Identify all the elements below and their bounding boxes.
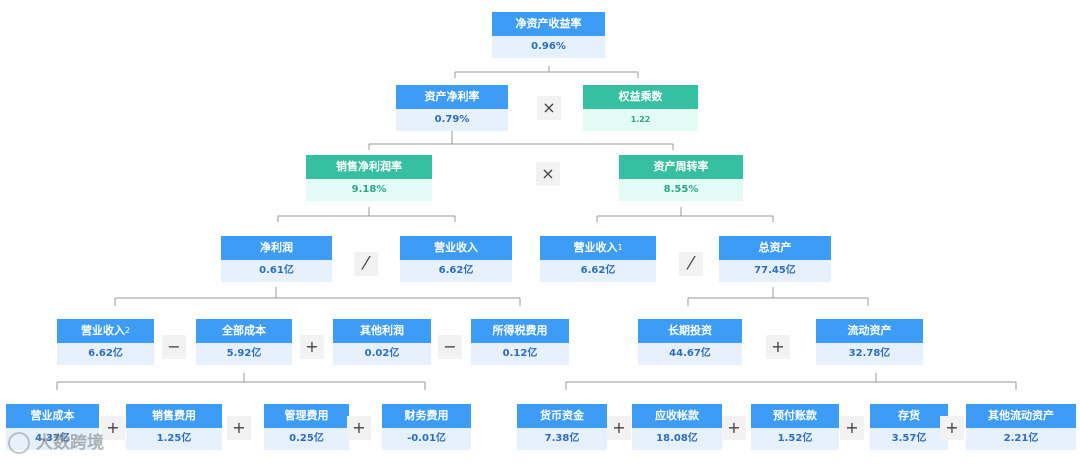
node-value: 9.18% — [306, 179, 432, 201]
plus-operator: + — [300, 335, 324, 359]
node-value: 1.22 — [583, 109, 698, 131]
plus-operator: + — [840, 416, 864, 440]
node-admin-expense: 管理费用 0.25亿 — [264, 404, 349, 450]
node-title: 销售费用 — [126, 404, 222, 428]
plus-operator: + — [227, 416, 251, 440]
node-title: 营业收入 — [400, 236, 512, 260]
node-total-assets: 总资产 77.45亿 — [719, 236, 831, 282]
times-operator: × — [537, 96, 561, 120]
node-asset-turnover: 资产周转率 8.55% — [619, 155, 743, 201]
node-value: 0.02亿 — [333, 343, 431, 365]
node-value: 0.96% — [492, 36, 605, 58]
node-value: 18.08亿 — [632, 428, 722, 450]
plus-operator: + — [347, 416, 371, 440]
node-net-profit: 净利润 0.61亿 — [221, 236, 332, 282]
node-title-text: 营业收入 — [573, 241, 618, 254]
node-title: 管理费用 — [264, 404, 349, 428]
node-title: 资产净利率 — [396, 85, 508, 109]
node-equity-multiplier: 权益乘数 1.22 — [583, 85, 698, 131]
node-other-current-assets: 其他流动资产 2.21亿 — [966, 404, 1076, 450]
node-long-term-invest: 长期投资 44.67亿 — [638, 319, 742, 365]
node-value: 0.25亿 — [264, 428, 349, 450]
node-value: 0.61亿 — [221, 260, 332, 282]
plus-operator: + — [940, 416, 964, 440]
node-title: 应收帐款 — [632, 404, 722, 428]
node-title: 净资产收益率 — [492, 12, 605, 36]
node-title: 全部成本 — [196, 319, 292, 343]
node-prepayments: 预付账款 1.52亿 — [751, 404, 839, 450]
plus-operator: + — [101, 416, 125, 440]
node-inventory: 存货 3.57亿 — [870, 404, 948, 450]
node-title: 流动资产 — [816, 319, 923, 343]
plus-operator: + — [722, 416, 746, 440]
node-value: 6.62亿 — [540, 260, 656, 282]
divide-operator: ⁄ — [679, 252, 703, 276]
node-value: 0.12亿 — [471, 343, 569, 365]
minus-operator: − — [438, 335, 462, 359]
minus-operator: − — [162, 335, 186, 359]
node-title: 营业收入2 — [57, 319, 154, 343]
node-title: 存货 — [870, 404, 948, 428]
node-value: 32.78亿 — [816, 343, 923, 365]
node-total-cost: 全部成本 5.92亿 — [196, 319, 292, 365]
node-value: 2.21亿 — [966, 428, 1076, 450]
divide-operator: ⁄ — [354, 252, 378, 276]
node-other-profit: 其他利润 0.02亿 — [333, 319, 431, 365]
node-revenue: 营业收入 6.62亿 — [400, 236, 512, 282]
node-roa: 资产净利率 0.79% — [396, 85, 508, 131]
node-value: 6.62亿 — [57, 343, 154, 365]
plus-operator: + — [766, 335, 790, 359]
node-income-tax: 所得税费用 0.12亿 — [471, 319, 569, 365]
node-title-sup: 1 — [617, 243, 623, 252]
node-title: 所得税费用 — [471, 319, 569, 343]
node-value: 1.25亿 — [126, 428, 222, 450]
node-roe: 净资产收益率 0.96% — [492, 12, 605, 58]
watermark: 大数跨境 — [8, 428, 104, 454]
watermark-logo-icon — [8, 432, 30, 454]
watermark-text: 大数跨境 — [36, 433, 104, 453]
node-title: 销售净利润率 — [306, 155, 432, 179]
node-current-assets: 流动资产 32.78亿 — [816, 319, 923, 365]
node-value: 77.45亿 — [719, 260, 831, 282]
node-value: 8.55% — [619, 179, 743, 201]
node-finance-expense: 财务费用 -0.01亿 — [382, 404, 471, 450]
node-title: 净利润 — [221, 236, 332, 260]
node-value: 5.92亿 — [196, 343, 292, 365]
node-title-text: 营业收入 — [80, 324, 125, 337]
node-title: 其他流动资产 — [966, 404, 1076, 428]
node-net-profit-margin: 销售净利润率 9.18% — [306, 155, 432, 201]
plus-operator: + — [607, 416, 631, 440]
times-operator: × — [536, 162, 560, 186]
node-value: 44.67亿 — [638, 343, 742, 365]
node-cash: 货币资金 7.38亿 — [517, 404, 607, 450]
node-title: 长期投资 — [638, 319, 742, 343]
node-receivables: 应收帐款 18.08亿 — [632, 404, 722, 450]
node-title: 其他利润 — [333, 319, 431, 343]
node-value: 3.57亿 — [870, 428, 948, 450]
node-selling-expense: 销售费用 1.25亿 — [126, 404, 222, 450]
node-value: 7.38亿 — [517, 428, 607, 450]
node-value: 1.52亿 — [751, 428, 839, 450]
node-title: 资产周转率 — [619, 155, 743, 179]
node-title-sup: 2 — [124, 326, 131, 335]
node-revenue-1: 营业收入1 6.62亿 — [540, 236, 656, 282]
node-value: 0.79% — [396, 109, 508, 131]
node-title: 预付账款 — [751, 404, 839, 428]
node-title: 总资产 — [719, 236, 831, 260]
node-value: -0.01亿 — [382, 428, 471, 450]
node-title: 营业收入1 — [540, 236, 656, 260]
node-revenue-2: 营业收入2 6.62亿 — [57, 319, 154, 365]
node-title: 货币资金 — [517, 404, 607, 428]
node-title: 营业成本 — [6, 404, 99, 428]
node-title: 财务费用 — [382, 404, 471, 428]
node-title: 权益乘数 — [583, 85, 698, 109]
node-value: 6.62亿 — [400, 260, 512, 282]
